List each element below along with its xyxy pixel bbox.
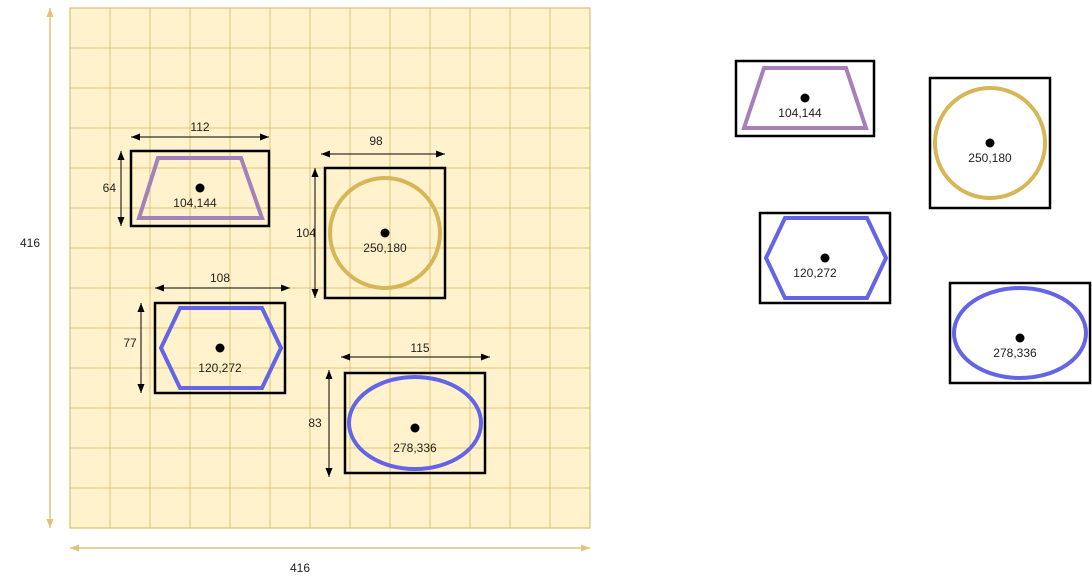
center-dot xyxy=(195,183,205,193)
trapezoid-shape xyxy=(741,66,869,130)
center-label: 104,144 xyxy=(778,106,822,120)
width-label: 112 xyxy=(190,120,209,134)
center-label: 120,272 xyxy=(198,361,242,375)
bounding-box xyxy=(323,166,447,300)
circle-shape xyxy=(933,86,1047,200)
bounding-box xyxy=(129,149,271,228)
bounding-box xyxy=(153,301,287,395)
center-label: 250,180 xyxy=(363,241,407,255)
preview-trapezoid: 104,144 xyxy=(734,59,876,138)
height-label: 104 xyxy=(296,226,316,240)
preview-hexagon: 120,272 xyxy=(758,211,892,305)
width-label: 108 xyxy=(210,271,230,285)
preview-ellipse: 278,336 xyxy=(948,281,1092,385)
center-dot xyxy=(380,228,390,238)
ellipse-shape xyxy=(952,286,1088,380)
bounding-box xyxy=(343,371,487,475)
center-dot xyxy=(215,343,225,353)
center-dot xyxy=(985,138,995,148)
center-dot xyxy=(800,93,810,103)
circle-shape xyxy=(328,176,442,290)
grid-panel xyxy=(69,7,591,529)
grid-background xyxy=(69,7,591,529)
bounding-box xyxy=(758,211,892,305)
height-label: 64 xyxy=(103,181,117,195)
bounding-box xyxy=(734,59,876,138)
bounding-box xyxy=(948,281,1092,385)
center-label: 278,336 xyxy=(993,346,1037,360)
center-dot xyxy=(1015,333,1025,343)
canvas-width-label: 416 xyxy=(290,561,310,575)
center-label: 250,180 xyxy=(968,151,1012,165)
hexagon-shape xyxy=(763,216,889,300)
grid-lines xyxy=(70,8,590,528)
bounding-box xyxy=(928,76,1052,210)
center-label: 120,272 xyxy=(793,266,837,280)
shape-group-trapezoid: 104,144 112 64 xyxy=(103,120,271,228)
canvas-height-label: 416 xyxy=(20,236,40,250)
canvas-dimensions: 416 416 xyxy=(20,7,590,575)
preview-circle: 250,180 xyxy=(928,76,1052,210)
height-label: 77 xyxy=(123,336,137,350)
ellipse-shape xyxy=(347,375,483,471)
shape-group-hexagon: 120,272 108 77 xyxy=(123,271,290,395)
trapezoid-shape xyxy=(136,156,265,220)
width-label: 115 xyxy=(410,341,429,355)
center-label: 278,336 xyxy=(393,441,437,455)
hexagon-shape xyxy=(158,306,284,390)
center-label: 104,144 xyxy=(173,196,217,210)
center-dot xyxy=(410,423,420,433)
shape-group-circle: 250,180 98 104 xyxy=(296,134,447,300)
center-dot xyxy=(820,253,830,263)
shape-group-ellipse: 278,336 115 83 xyxy=(308,341,490,477)
width-label: 98 xyxy=(369,134,383,148)
height-label: 83 xyxy=(308,416,322,430)
